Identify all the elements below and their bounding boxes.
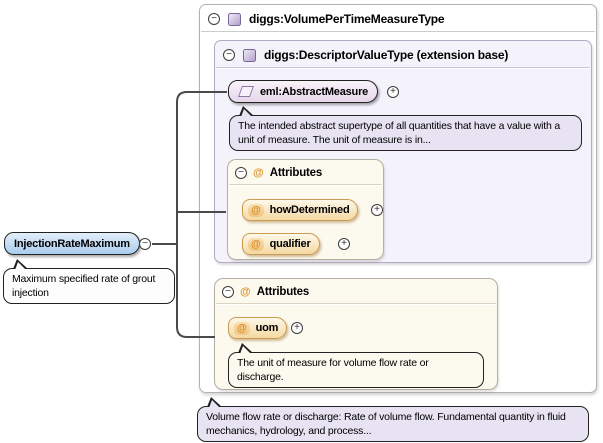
- attribute-label: uom: [255, 322, 279, 334]
- element-label: InjectionRateMaximum: [14, 237, 130, 250]
- attribute-at-icon: @: [248, 203, 264, 217]
- attribute-label: howDetermined: [269, 204, 350, 216]
- expand-icon[interactable]: +: [371, 204, 383, 216]
- annotation-text: Volume flow rate or discharge: Rate of v…: [206, 411, 566, 437]
- annotation-text: The intended abstract supertype of all q…: [238, 120, 560, 146]
- attribute-label: qualifier: [269, 238, 311, 250]
- type-container-header: − diggs:VolumePerTimeMeasureType: [200, 5, 596, 31]
- extension-base-container: − diggs:DescriptorValueType (extension b…: [214, 40, 592, 263]
- attribute-at-icon: @: [248, 237, 264, 251]
- type-title: diggs:VolumePerTimeMeasureType: [249, 12, 445, 26]
- attribute-at-icon: @: [234, 321, 250, 335]
- attribute-qualifier[interactable]: @ qualifier: [242, 233, 320, 255]
- collapse-icon[interactable]: −: [222, 286, 234, 298]
- header-separator: [201, 31, 595, 33]
- attributes-title: Attributes: [269, 167, 323, 179]
- attributes-panel-own: − @ Attributes @ uom + The unit of measu…: [214, 278, 498, 390]
- element-label: eml:AbstractMeasure: [260, 85, 369, 98]
- header-separator: [229, 184, 382, 186]
- complex-type-icon: [243, 48, 256, 62]
- header-separator: [216, 67, 590, 69]
- collapse-icon[interactable]: −: [223, 49, 235, 61]
- attributes-title: Attributes: [256, 286, 310, 298]
- type-container-volumepertime: − diggs:VolumePerTimeMeasureType − diggs…: [199, 4, 597, 393]
- collapse-icon[interactable]: −: [235, 167, 247, 179]
- expand-icon[interactable]: +: [338, 238, 350, 250]
- collapse-icon[interactable]: −: [139, 238, 151, 250]
- annotation-type-footer: Volume flow rate or discharge: Rate of v…: [197, 397, 589, 442]
- attribute-at-icon: @: [240, 286, 251, 298]
- extension-base-title: diggs:DescriptorValueType (extension bas…: [264, 48, 509, 62]
- annotation-text: Maximum specified rate of grout injectio…: [12, 273, 156, 299]
- attribute-how-determined[interactable]: @ howDetermined: [242, 199, 359, 221]
- annotation-abstract-measure: The intended abstract supertype of all q…: [229, 106, 582, 151]
- attributes-panel-inherited: − @ Attributes @ howDetermined + @ quali…: [227, 159, 384, 260]
- attributes-header: − @ Attributes: [215, 279, 497, 303]
- attribute-at-icon: @: [253, 167, 264, 179]
- complex-type-icon: [228, 12, 241, 26]
- attribute-uom[interactable]: @ uom: [228, 317, 288, 339]
- annotation-text: The unit of measure for volume flow rate…: [237, 357, 429, 383]
- abstract-element-icon: [237, 86, 255, 97]
- element-injection-rate-maximum[interactable]: InjectionRateMaximum: [4, 232, 140, 255]
- annotation-injection-rate-maximum: Maximum specified rate of grout injectio…: [3, 259, 175, 304]
- attributes-header: − @ Attributes: [228, 160, 383, 184]
- annotation-uom: The unit of measure for volume flow rate…: [228, 343, 484, 388]
- expand-icon[interactable]: +: [291, 322, 303, 334]
- element-abstract-measure[interactable]: eml:AbstractMeasure: [228, 80, 379, 103]
- extension-base-header: − diggs:DescriptorValueType (extension b…: [215, 41, 591, 67]
- collapse-icon[interactable]: −: [208, 13, 220, 25]
- header-separator: [216, 303, 496, 305]
- expand-icon[interactable]: +: [387, 86, 399, 98]
